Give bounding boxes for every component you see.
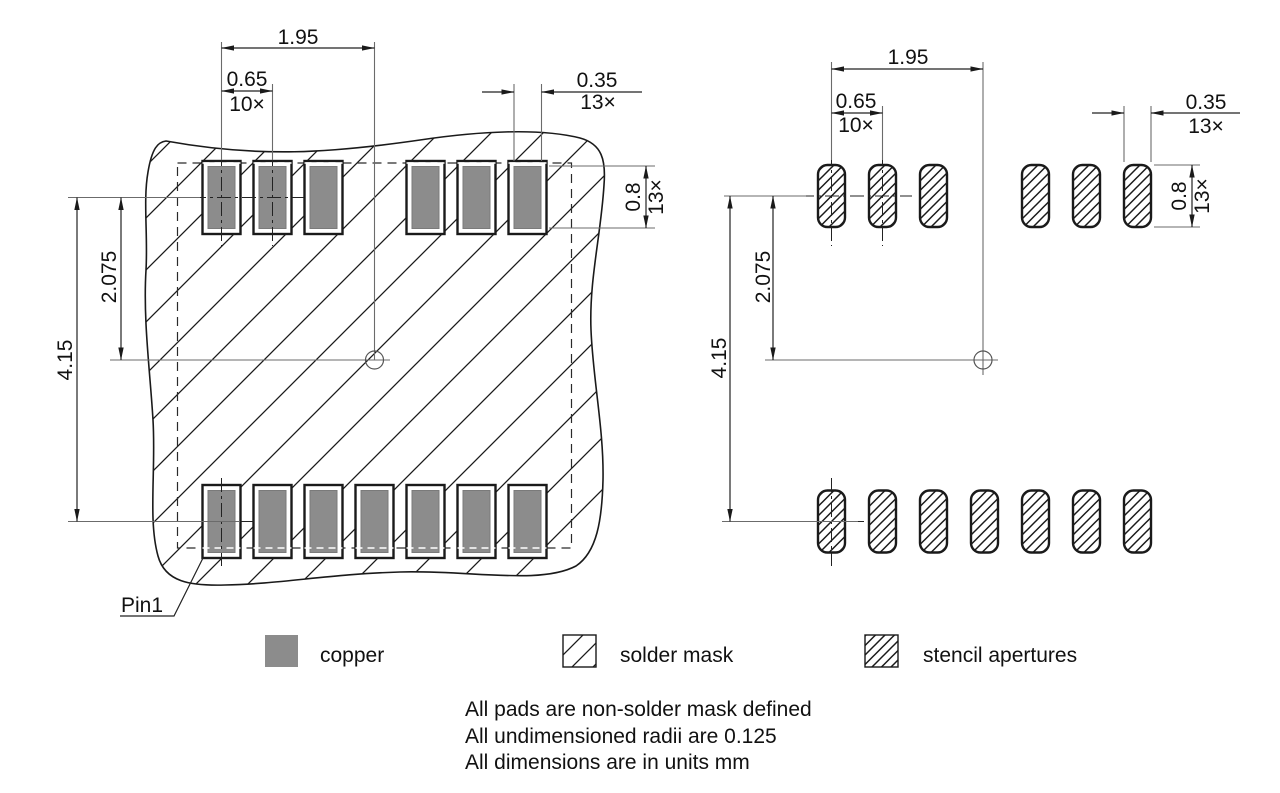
left-dim-pin-pitch-count: 10× — [229, 93, 265, 116]
pin1-leader-line — [120, 557, 204, 617]
left-dim-row-span: 4.15 — [54, 340, 77, 381]
copper-mask-view: 1.95 0.65 10× 0.35 13× 0.8 13× 4.15 2.07… — [54, 26, 668, 617]
notes: All pads are non-solder mask defined All… — [465, 698, 812, 774]
right-dim-pad-width-count: 13× — [1188, 115, 1224, 138]
dimension-lines — [727, 66, 1240, 522]
right-dim-pad-height: 0.8 — [1168, 181, 1191, 210]
legend-stencil-label: stencil apertures — [923, 644, 1077, 667]
dimension-lines — [74, 45, 649, 522]
right-dim-group-pitch: 1.95 — [888, 46, 929, 69]
legend-copper-swatch — [265, 635, 298, 667]
left-dim-pad-height-count: 13× — [645, 179, 668, 215]
stencil-view: 1.95 0.65 10× 0.35 13× 0.8 13× 4.15 2.07… — [708, 46, 1240, 566]
center-mark — [364, 350, 385, 370]
note-line-1: All pads are non-solder mask defined — [465, 698, 812, 721]
right-dim-pin-pitch-count: 10× — [838, 114, 874, 137]
left-dim-center-offset: 2.075 — [98, 251, 121, 304]
left-dim-group-pitch: 1.95 — [278, 26, 319, 49]
stencil-aperture — [1020, 163, 1051, 229]
extension-lines — [68, 42, 655, 523]
note-line-2: All undimensioned radii are 0.125 — [465, 725, 777, 748]
copper-pad — [507, 483, 548, 560]
stencil-aperture — [1122, 163, 1153, 229]
copper-pad — [405, 483, 446, 560]
pin1-label: Pin1 — [121, 594, 163, 617]
stencil-aperture — [1071, 489, 1102, 554]
left-dim-pad-width: 0.35 — [577, 69, 618, 92]
right-dim-row-span: 4.15 — [708, 338, 731, 379]
stencil-aperture — [1020, 489, 1051, 554]
stencil-aperture — [1122, 489, 1153, 554]
copper-pad — [456, 483, 497, 560]
copper-pad — [303, 483, 344, 560]
copper-pad — [405, 159, 446, 236]
copper-pad — [252, 483, 293, 560]
copper-pad — [507, 159, 548, 236]
note-line-3: All dimensions are in units mm — [465, 751, 750, 774]
center-mark — [973, 350, 993, 370]
right-dim-pin-pitch: 0.65 — [836, 90, 877, 113]
copper-pad — [354, 483, 395, 560]
right-dim-center-offset: 2.075 — [752, 251, 775, 304]
legend-stencil-swatch — [864, 634, 899, 668]
stencil-aperture — [969, 489, 1000, 554]
stencil-apertures-bottom-row — [816, 489, 1153, 554]
legend-solder-mask-swatch — [562, 634, 597, 668]
legend: copper solder mask stencil apertures — [265, 634, 1077, 668]
left-dim-pad-width-count: 13× — [580, 91, 616, 114]
stencil-aperture — [1071, 163, 1102, 229]
copper-pad — [456, 159, 497, 236]
stencil-aperture — [867, 489, 898, 554]
stencil-aperture — [918, 489, 949, 554]
left-dim-pad-height: 0.8 — [622, 182, 645, 211]
stencil-aperture — [918, 163, 949, 229]
right-dim-pad-height-count: 13× — [1191, 178, 1214, 214]
right-dim-pad-width: 0.35 — [1186, 91, 1227, 114]
legend-copper-label: copper — [320, 644, 384, 667]
pin1-callout: Pin1 — [120, 557, 204, 617]
copper-pads-bottom-row — [201, 483, 548, 560]
left-dim-pin-pitch: 0.65 — [227, 68, 268, 91]
legend-solder-mask-label: solder mask — [620, 644, 734, 667]
copper-pad — [303, 159, 344, 236]
